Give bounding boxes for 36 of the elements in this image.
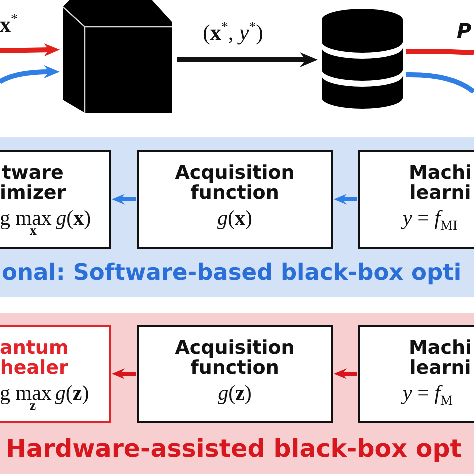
section-band: [0, 313, 474, 474]
arrow: [112, 194, 136, 205]
cube-icon: [62, 0, 173, 114]
process-box: [0, 325, 111, 423]
box-heading: tware imizer: [0, 163, 66, 203]
box-heading: Machi learni: [409, 163, 472, 203]
formula: g max$_{z}$ g(z): [0, 381, 90, 416]
section-title: Hardware-assisted black-box opt: [6, 435, 462, 464]
process-box: [358, 150, 474, 249]
arrow: [334, 194, 357, 205]
formula: g max$_{x}$ g(x): [0, 206, 92, 241]
formula: y = f$_{MI}$: [403, 206, 458, 230]
arrow: [177, 52, 318, 68]
formula: g(x): [218, 206, 252, 230]
arrow: [112, 368, 136, 380]
process-box: [137, 325, 333, 423]
arrow: [0, 43, 60, 57]
box-heading: Acquisition function: [175, 163, 295, 203]
section-title: onal: Software-based black-box opti: [2, 261, 462, 287]
database-icon: [322, 8, 403, 111]
box-heading: Machi learni: [409, 338, 472, 378]
arrow: [0, 65, 60, 84]
process-box: [358, 325, 474, 423]
formula: g(z): [218, 381, 252, 405]
edge-label: x$^{*}$: [0, 12, 18, 38]
edge-label: (x$^{*}$, y$^{*}$): [203, 20, 264, 46]
box-heading: antum healer: [0, 338, 69, 378]
process-box: [137, 150, 333, 249]
process-box: [0, 150, 111, 249]
arrow: [334, 368, 357, 380]
formula: y = f$_{M}$: [403, 381, 453, 405]
edge-label: P: [457, 19, 472, 43]
box-heading: Acquisition function: [175, 338, 295, 378]
section-band: [0, 137, 474, 297]
connector-line: [406, 49, 474, 56]
connector-line: [406, 72, 474, 94]
